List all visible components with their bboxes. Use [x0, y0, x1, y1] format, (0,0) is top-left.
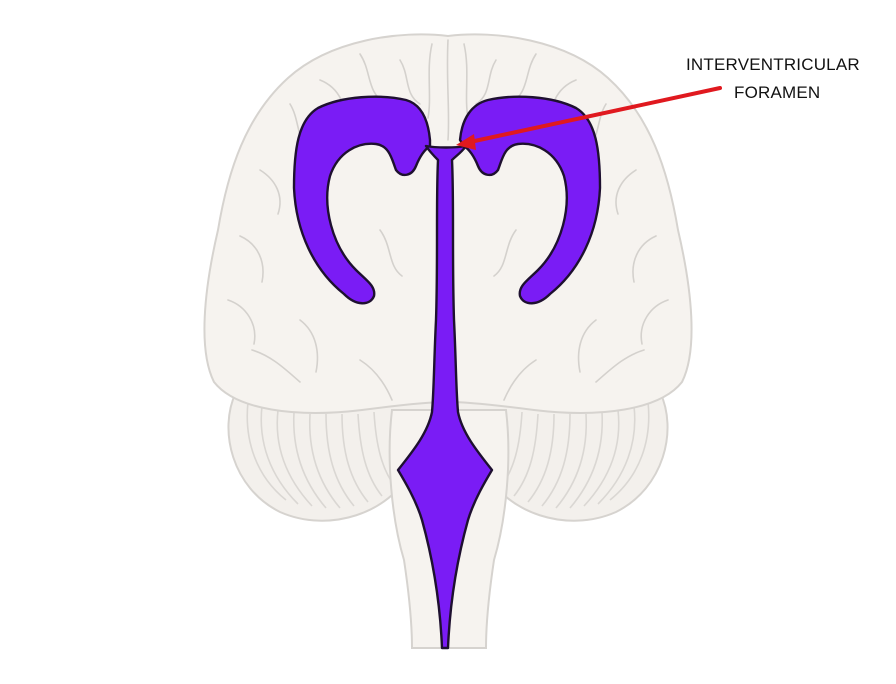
right-lateral-ventricle	[458, 95, 602, 305]
left-lateral-ventricle	[292, 95, 432, 305]
interventricular-foramen-label: INTERVENTRICULAR FORAMEN	[686, 55, 860, 102]
label-line-2: FORAMEN	[734, 83, 820, 102]
interventricular-foramen-pointer	[456, 86, 722, 150]
label-line-1: INTERVENTRICULAR	[686, 55, 860, 74]
cerebellum-folia	[246, 401, 650, 509]
pointer-arrowhead	[456, 134, 476, 150]
third-fourth-ventricle-and-aqueduct	[396, 144, 494, 650]
pointer-line	[468, 86, 722, 144]
ventricular-system	[292, 95, 602, 650]
